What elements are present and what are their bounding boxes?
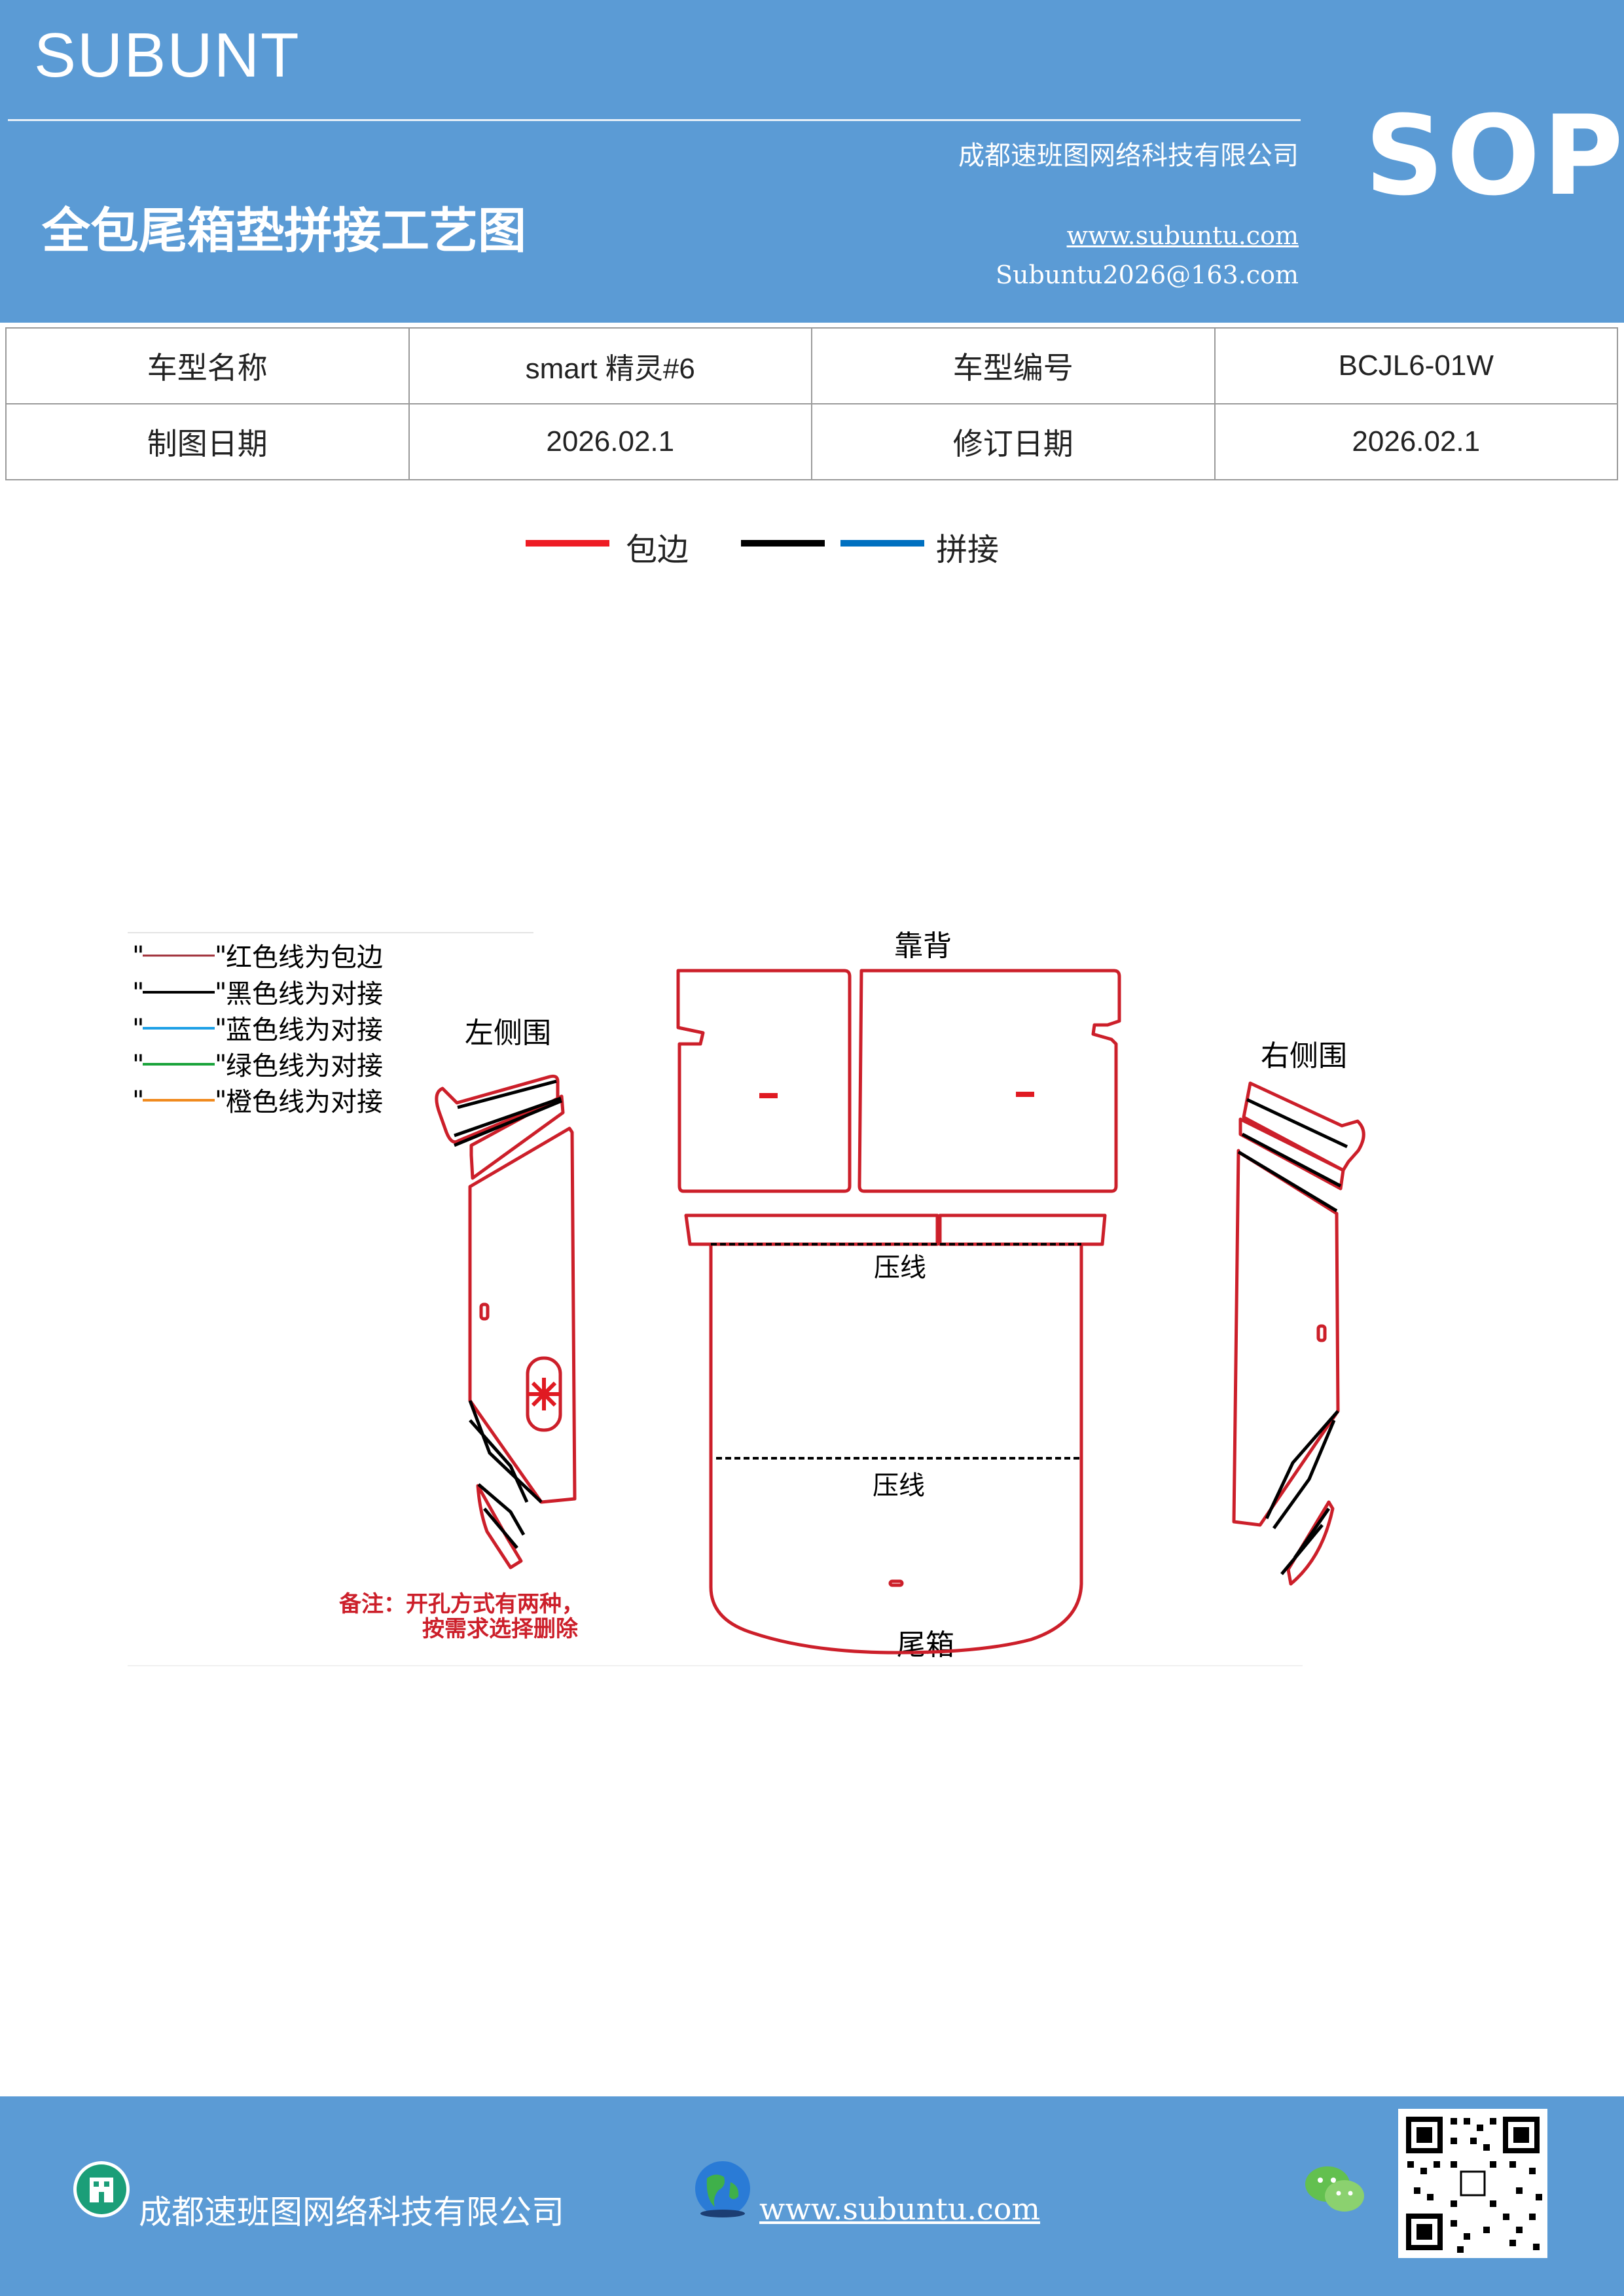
trunk-hole [888,1579,904,1587]
legend-text: 红色线为包边 [226,942,383,973]
header-banner [0,0,1624,323]
legend-text: 蓝色线为对接 [226,1015,383,1045]
model-code-value: BCJL6-01W [1214,327,1618,404]
table-row: 制图日期 2026.02.1 修订日期 2026.02.1 [5,403,1618,480]
document-title: 全包尾箱垫拼接工艺图 [42,203,526,259]
legend-item: " " 红色线为包边 [132,941,383,973]
note-text: 按需求选择删除 [422,1616,579,1642]
legend-item: " " 蓝色线为对接 [132,1014,383,1045]
trunk-mat-diagram: " " 红色线为包边 " " 黑色线为对接 " " 蓝色线为对接 " " 绿色线… [128,929,1365,1666]
svg-text:": " [215,1050,226,1080]
vent-icon [528,1378,560,1410]
svg-text:": " [215,1014,226,1044]
revision-date-value: 2026.02.1 [1214,403,1618,480]
svg-text:": " [132,1014,144,1044]
left-side-panel [469,1094,565,1180]
svg-text:": " [215,1086,226,1116]
header-divider [8,119,1301,121]
legend-item: " " 黑色线为对接 [132,978,383,1009]
email-address[interactable]: Subuntu2026@163.com [995,260,1299,289]
right-side-panel [1286,1500,1335,1586]
company-name: 成都速班图网络科技有限公司 [958,141,1299,171]
trunk-main-panel [709,1244,1083,1655]
svg-text:": " [132,978,144,1008]
model-code-label: 车型编号 [811,327,1216,404]
svg-text:": " [132,1086,144,1116]
right-side-panel [1232,1149,1340,1527]
legend-item: " " 绿色线为对接 [132,1050,383,1081]
trunk-top-strip [684,1213,939,1246]
side-hole [1316,1324,1327,1342]
footer-website-link[interactable]: www.subuntu.com [759,2191,1041,2227]
right-side-panel [1242,1081,1365,1172]
side-hole [479,1302,490,1321]
legend-text: 绿色线为对接 [226,1051,383,1081]
left-side-panel [435,1074,560,1144]
globe-icon [695,2161,750,2217]
brand-name: SUBUNT [34,20,300,90]
line-legend: 包边 拼接 [0,517,1624,583]
backrest-label: 靠背 [894,929,952,963]
drawing-date-value: 2026.02.1 [408,403,812,480]
drawing-date-label: 制图日期 [5,403,410,480]
legend-text: 橙色线为对接 [226,1087,383,1117]
left-side-panel [476,1484,523,1570]
seam-legend-label: 拼接 [936,531,1000,568]
press-line-label: 压线 [874,1253,926,1283]
sop-badge: SOP [1365,92,1624,220]
left-side-label: 左侧围 [465,1016,551,1050]
trunk-top-strip [938,1213,1107,1246]
model-name-label: 车型名称 [5,327,410,404]
edge-legend-label: 包边 [626,531,689,568]
model-name-value: smart 精灵#6 [408,327,812,404]
backrest-left-panel [676,969,852,1193]
website-link[interactable]: www.subuntu.com [1066,221,1299,250]
svg-text:": " [132,941,144,971]
qr-code-icon[interactable] [1398,2109,1547,2258]
info-table: 车型名称 smart 精灵#6 车型编号 BCJL6-01W 制图日期 2026… [5,327,1618,480]
backrest-right-panel [857,969,1121,1193]
trunk-label: 尾箱 [897,1628,954,1662]
svg-text:": " [132,1050,144,1080]
edge-line-swatch [526,540,609,547]
color-legend: " " 红色线为包边 " " 黑色线为对接 " " 蓝色线为对接 " " 绿色线… [132,941,383,1117]
note-text: 备注：开孔方式有两种， [339,1591,584,1617]
right-side-label: 右侧围 [1261,1039,1347,1073]
legend-text: 黑色线为对接 [226,979,383,1009]
joint-line-swatch [741,540,825,547]
footer-company-name: 成都速班图网络科技有限公司 [139,2193,564,2231]
svg-text:": " [215,978,226,1008]
building-icon [73,2161,130,2217]
svg-text:": " [215,941,226,971]
table-row: 车型名称 smart 精灵#6 车型编号 BCJL6-01W [5,327,1618,404]
revision-date-label: 修订日期 [811,403,1216,480]
seam-line-swatch [840,540,924,547]
wechat-icon [1305,2166,1364,2212]
press-line-label: 压线 [873,1471,925,1501]
legend-item: " " 橙色线为对接 [132,1086,383,1117]
